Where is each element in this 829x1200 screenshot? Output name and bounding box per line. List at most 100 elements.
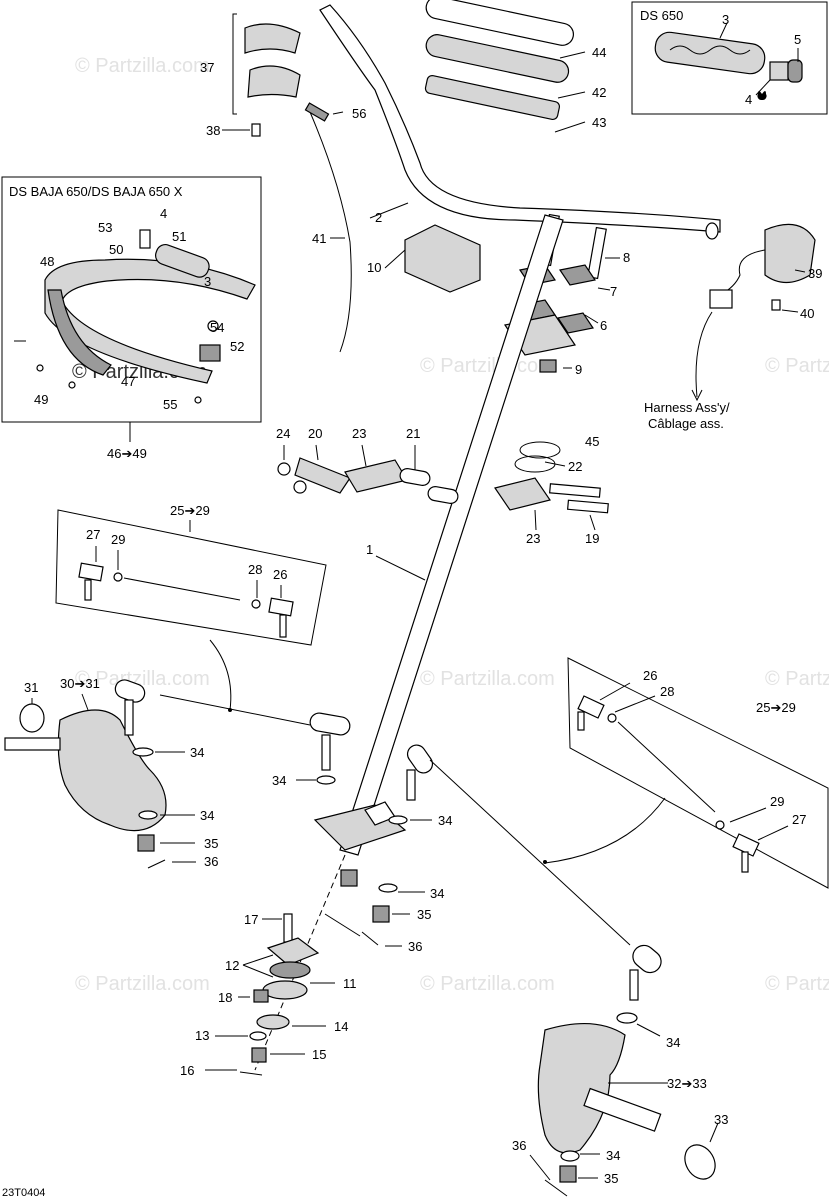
callout-50: 50 <box>109 242 123 257</box>
clamp-cover: 10 <box>367 224 481 293</box>
handlebar: 2 44 42 43 <box>319 0 721 240</box>
switch-group: 39 40 Harness Ass'y/ Câblage ass. <box>644 223 822 431</box>
callout-34: 34 <box>438 813 452 828</box>
callout-43: 43 <box>592 115 606 130</box>
right-tie-rod: 34 <box>388 744 662 1001</box>
callout-48: 48 <box>40 254 54 269</box>
baja-box: DS BAJA 650/DS BAJA 650 X 53 4 50 51 48 … <box>1 176 262 461</box>
baja-title: DS BAJA 650/DS BAJA 650 X <box>9 184 183 199</box>
watermark: © Partzilla.com <box>420 668 555 690</box>
callout-23: 23 <box>352 426 366 441</box>
callout-47: 47 <box>121 374 135 389</box>
right-knuckle: 34 32➔33 33 34 35 36 <box>512 1012 728 1197</box>
watermark: © Partzilla.com <box>420 973 555 995</box>
callout-22: 22 <box>568 459 582 474</box>
callout-8: 8 <box>623 250 630 265</box>
callout-34: 34 <box>606 1148 620 1163</box>
grease-drop-icon <box>757 91 767 101</box>
callout-13: 13 <box>195 1028 209 1043</box>
callout-35: 35 <box>204 836 218 851</box>
callout-54: 54 <box>210 320 224 335</box>
callout-5: 5 <box>794 32 801 47</box>
callout-49: 49 <box>34 392 48 407</box>
callout-35: 35 <box>417 907 431 922</box>
watermark: © Partzilla.com <box>75 973 210 995</box>
callout-56: 56 <box>352 106 366 121</box>
callout-3: 3 <box>204 274 211 289</box>
callout-39: 39 <box>808 266 822 281</box>
callout-24: 24 <box>276 426 290 441</box>
callout-26: 26 <box>273 567 287 582</box>
bearing-group: 24 20 23 21 45 22 23 19 <box>276 426 609 546</box>
callout-30: 30➔31 <box>60 676 100 691</box>
callout-33: 33 <box>714 1112 728 1127</box>
callout-2: 2 <box>375 210 382 225</box>
callout-31: 31 <box>24 680 38 695</box>
callout-34: 34 <box>200 808 214 823</box>
callout-34: 34 <box>666 1035 680 1050</box>
callout-29: 29 <box>111 532 125 547</box>
tie-rod-range-upper: 25➔29 <box>170 503 210 518</box>
watermark: © Partzilla.com <box>765 668 829 690</box>
steering-column: 1 <box>313 214 564 856</box>
callout-29: 29 <box>770 794 784 809</box>
callout-28: 28 <box>660 684 674 699</box>
callout-35: 35 <box>604 1171 618 1186</box>
callout-26: 26 <box>643 668 657 683</box>
callout-23: 23 <box>526 531 540 546</box>
callout-40: 40 <box>800 306 814 321</box>
callout-9: 9 <box>575 362 582 377</box>
ds650-title: DS 650 <box>640 8 683 23</box>
callout-16: 16 <box>180 1063 194 1078</box>
harness-label-line2: Câblage ass. <box>648 416 724 431</box>
watermark-layer: © Partzilla.com © Partzilla.com © Partzi… <box>72 55 829 995</box>
callout-42: 42 <box>592 85 606 100</box>
harness-label-line1: Harness Ass'y/ <box>644 400 730 415</box>
watermark: © Partzilla.com <box>420 355 555 377</box>
callout-41: 41 <box>312 231 326 246</box>
callout-15: 15 <box>312 1047 326 1062</box>
callout-36: 36 <box>204 854 218 869</box>
watermark: © Partzilla.com <box>75 55 210 77</box>
callout-28: 28 <box>248 562 262 577</box>
left-knuckle: 31 30➔31 34 34 35 36 34 <box>4 676 351 869</box>
callout-6: 6 <box>600 318 607 333</box>
watermark: © Partzilla.com <box>765 355 829 377</box>
tie-rod-range-right: 25➔29 <box>756 700 796 715</box>
callout-19: 19 <box>585 531 599 546</box>
callout-21: 21 <box>406 426 420 441</box>
callout-51: 51 <box>172 229 186 244</box>
callout-36: 36 <box>408 939 422 954</box>
callout-37: 37 <box>200 60 214 75</box>
callout-12: 12 <box>225 958 239 973</box>
callout-34: 34 <box>430 886 444 901</box>
tie-rod-box-right: 25➔29 26 28 29 27 <box>543 657 829 889</box>
callout-34: 34 <box>272 773 286 788</box>
watermark: © Partzilla.com <box>75 668 210 690</box>
callout-7: 7 <box>610 284 617 299</box>
callout-20: 20 <box>308 426 322 441</box>
callout-34: 34 <box>190 745 204 760</box>
callout-44: 44 <box>592 45 606 60</box>
callout-4: 4 <box>160 206 167 221</box>
callout-53: 53 <box>98 220 112 235</box>
ds650-box: DS 650 3 5 4 <box>631 1 828 115</box>
figure-code: 23T0404 <box>2 1187 45 1199</box>
callout-10: 10 <box>367 260 381 275</box>
callout-18: 18 <box>218 990 232 1005</box>
callout-1: 1 <box>366 542 373 557</box>
callout-17: 17 <box>244 912 258 927</box>
callout-4: 4 <box>745 92 752 107</box>
callout-55: 55 <box>163 397 177 412</box>
lower-hardware: 34 35 36 17 12 11 18 14 13 15 16 <box>180 854 444 1078</box>
callout-11: 11 <box>343 976 357 991</box>
baja-range: 46➔49 <box>107 446 147 461</box>
callout-32: 32➔33 <box>667 1076 707 1091</box>
callout-3: 3 <box>722 12 729 27</box>
callout-27: 27 <box>792 812 806 827</box>
watermark: © Partzilla.com <box>765 973 829 995</box>
cable: 56 41 <box>304 102 366 353</box>
callout-14: 14 <box>334 1019 348 1034</box>
callout-27: 27 <box>86 527 100 542</box>
